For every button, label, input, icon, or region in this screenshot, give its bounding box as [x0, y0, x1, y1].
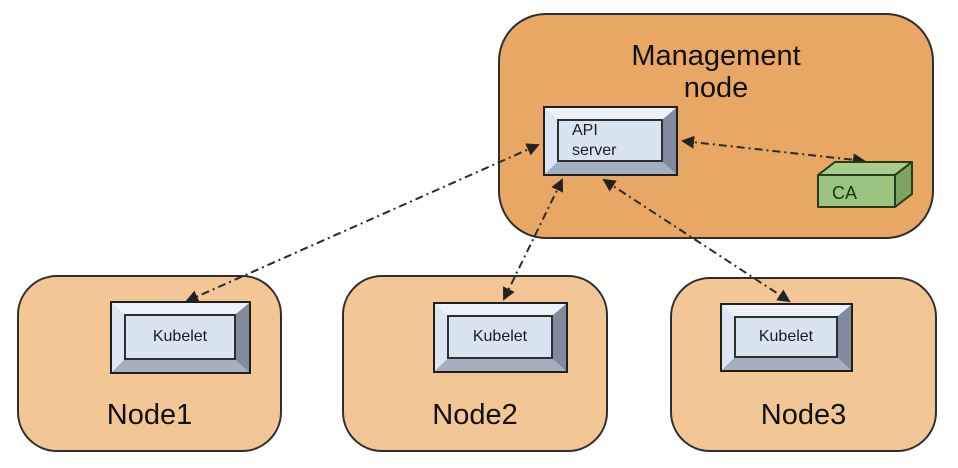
node1-label: Node1: [106, 399, 193, 431]
kubelet2-bevel: Kubelet: [435, 304, 566, 371]
api-server-label: API server: [572, 121, 617, 159]
kubelet-box-node2: Kubelet: [433, 302, 568, 373]
node2-label: Node2: [432, 399, 518, 431]
kubelet3-label: Kubelet: [734, 316, 838, 358]
kubelet-box-node3: Kubelet: [720, 303, 853, 372]
kubelet1-label: Kubelet: [124, 314, 236, 360]
api-server-face: API server: [557, 119, 663, 162]
kubelet3-bevel: Kubelet: [722, 305, 851, 370]
api-server-bevel: API server: [545, 108, 676, 174]
kubelet2-label: Kubelet: [447, 315, 553, 359]
management-node-label: Management node: [631, 40, 801, 104]
kubelet1-bevel: Kubelet: [112, 303, 249, 372]
api-server-box: API server: [543, 106, 678, 176]
node3-label: Node3: [760, 399, 847, 431]
kubelet-box-node1: Kubelet: [110, 301, 251, 374]
